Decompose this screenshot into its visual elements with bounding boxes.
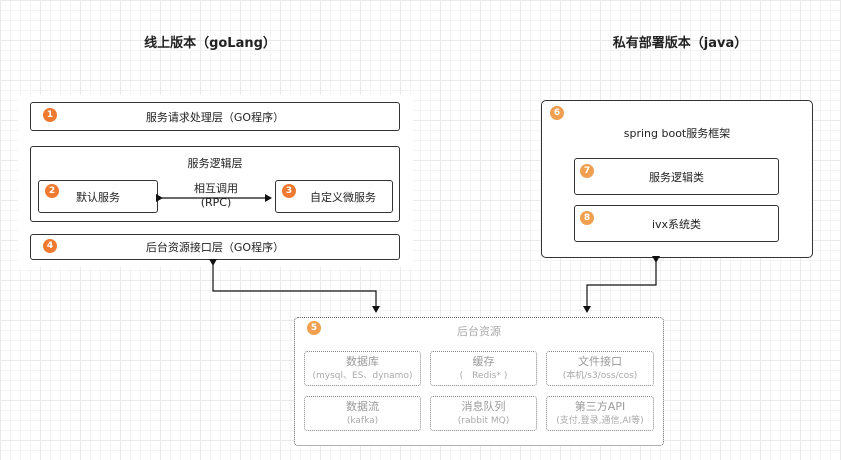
default-service-box[interactable]: 2 默认服务: [38, 180, 158, 213]
resource-message-queue[interactable]: 消息队列 (rabbit MQ): [430, 396, 537, 431]
service-logic-class-label: 服务逻辑类: [649, 170, 704, 184]
badge-2: 2: [45, 184, 59, 198]
rpc-call-line1: 相互调用: [192, 182, 240, 196]
badge-4: 4: [43, 239, 57, 253]
resource-message-queue-detail: (rabbit MQ): [457, 415, 510, 426]
right-to-resources-arrow: [583, 256, 660, 313]
service-logic-class[interactable]: 7 服务逻辑类: [574, 158, 779, 195]
service-logic-layer-label: 服务逻辑层: [187, 157, 243, 170]
resource-data-stream-name: 数据流: [346, 399, 379, 413]
resource-data-stream-detail: (kafka): [346, 415, 379, 426]
resource-third-party-api[interactable]: 第三方API (支付,登录,通信,AI等): [546, 396, 654, 431]
resource-file-interface-name: 文件接口: [578, 354, 622, 368]
ivx-system-class[interactable]: 8 ivx系统类: [574, 205, 779, 242]
resource-message-queue-name: 消息队列: [461, 399, 506, 413]
badge-8: 8: [580, 211, 594, 225]
resource-database[interactable]: 数据库 (mysql、ES、dynamo): [304, 351, 421, 386]
left-to-resources-arrow: [209, 259, 380, 313]
resource-cache[interactable]: 缓存 ( Redis* ): [430, 351, 537, 386]
resource-file-interface[interactable]: 文件接口 (本机/s3/oss/cos): [546, 351, 654, 386]
badge-3: 3: [282, 184, 296, 198]
resource-third-party-api-name: 第三方API: [574, 399, 626, 413]
service-request-layer[interactable]: 1 服务请求处理层（GO程序）: [30, 102, 400, 131]
service-request-layer-label: 服务请求处理层（GO程序）: [145, 110, 285, 124]
resource-cache-name: 缓存: [472, 354, 495, 368]
custom-service-label: 自定义微服务: [310, 190, 376, 204]
backend-interface-layer-label: 后台资源接口层（GO程序）: [145, 241, 285, 254]
resource-third-party-api-detail: (支付,登录,通信,AI等): [556, 415, 644, 426]
badge-5: 5: [307, 321, 321, 335]
resource-database-name: 数据库: [346, 354, 379, 368]
resource-file-interface-detail: (本机/s3/oss/cos): [562, 370, 638, 381]
badge-1: 1: [43, 108, 57, 122]
resource-database-detail: (mysql、ES、dynamo): [312, 370, 413, 381]
rpc-call-label: 相互调用 (RPC): [176, 182, 256, 210]
badge-6: 6: [550, 106, 564, 120]
right-title: 私有部署版本（java）: [612, 36, 748, 51]
ivx-system-class-label: ivx系统类: [651, 217, 702, 231]
spring-boot-framework-label: spring boot服务框架: [623, 127, 731, 140]
resource-cache-detail: ( Redis* ): [459, 370, 508, 381]
left-title: 线上版本（goLang）: [144, 36, 276, 51]
resource-data-stream[interactable]: 数据流 (kafka): [304, 396, 421, 431]
default-service-label: 默认服务: [76, 190, 120, 204]
badge-7: 7: [580, 164, 594, 178]
custom-service-box[interactable]: 3 自定义微服务: [275, 180, 393, 213]
backend-resources-title: 后台资源: [457, 325, 501, 338]
